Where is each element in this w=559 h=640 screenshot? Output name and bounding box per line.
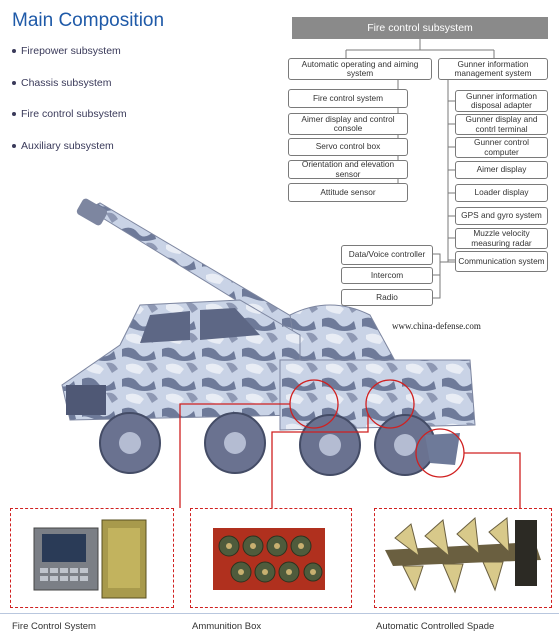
left-item: Aimer display and control console xyxy=(288,113,408,135)
subsystem-item: Firepower subsystem xyxy=(12,44,127,76)
footer-rule xyxy=(0,613,559,614)
subsystem-item: Chassis subsystem xyxy=(12,76,127,108)
photo-frame-ammunition xyxy=(190,508,352,608)
comm-item: Data/Voice controller xyxy=(341,245,433,265)
left-item: Fire control system xyxy=(288,89,408,108)
comm-item: Radio xyxy=(341,289,433,306)
spade xyxy=(425,433,460,465)
fire-control-equipment-image xyxy=(33,519,147,599)
photo-frame-fire-control xyxy=(10,508,174,608)
leader-line-ammunition xyxy=(271,414,369,508)
muzzle-brake xyxy=(76,198,108,226)
subsystem-item: Auxiliary subsystem xyxy=(12,139,127,171)
right-item: GPS and gyro system xyxy=(455,207,548,225)
ammunition-box-image xyxy=(213,528,325,590)
left-item: Attitude sensor xyxy=(288,183,408,202)
watermark: www.china-defense.com xyxy=(392,321,481,331)
subsystem-list: Firepower subsystem Chassis subsystem Fi… xyxy=(12,44,127,170)
caption-fire-control: Fire Control System xyxy=(12,621,96,632)
subsystem-label: Auxiliary subsystem xyxy=(21,139,114,152)
right-item: Gunner control computer xyxy=(455,137,548,158)
fire-control-title: Fire control subsystem xyxy=(292,17,548,39)
vehicle-body xyxy=(279,359,476,431)
photo-frame-spade xyxy=(374,508,552,608)
comm-item: Intercom xyxy=(341,267,433,284)
bullet-icon xyxy=(12,80,16,85)
subsystem-label: Firepower subsystem xyxy=(21,45,121,57)
right-item: Communication system xyxy=(455,251,548,272)
right-item: Gunner information disposal adapter xyxy=(455,90,548,112)
leader-line-fire-control xyxy=(179,403,290,508)
bullet-icon xyxy=(12,112,16,117)
bullet-icon xyxy=(12,143,16,148)
left-item: Orientation and elevation sensor xyxy=(288,159,408,179)
left-item: Servo control box xyxy=(288,138,408,156)
right-item: Muzzle velocity measuring radar xyxy=(455,228,548,249)
leader-line-spade xyxy=(464,452,521,508)
vehicle-illustration xyxy=(61,198,476,476)
right-item: Aimer display xyxy=(455,161,548,179)
subsystem-label: Fire control subsystem xyxy=(21,108,127,120)
right-item: Gunner display and contrl terminal xyxy=(455,114,548,135)
callout-circle-ammunition xyxy=(365,379,415,429)
spade-image xyxy=(385,516,541,594)
bullet-icon xyxy=(12,49,16,54)
page-title: Main Composition xyxy=(12,10,165,31)
caption-ammunition: Ammunition Box xyxy=(192,621,262,632)
caption-spade: Automatic Controlled Spade xyxy=(376,621,495,632)
right-item: Loader display xyxy=(455,184,548,202)
right-branch-header: Gunner information management system xyxy=(438,58,548,80)
subsystem-label: Chassis subsystem xyxy=(21,76,112,89)
subsystem-item: Fire control subsystem xyxy=(12,107,127,139)
left-branch-header: Automatic operating and aiming system xyxy=(288,58,432,80)
